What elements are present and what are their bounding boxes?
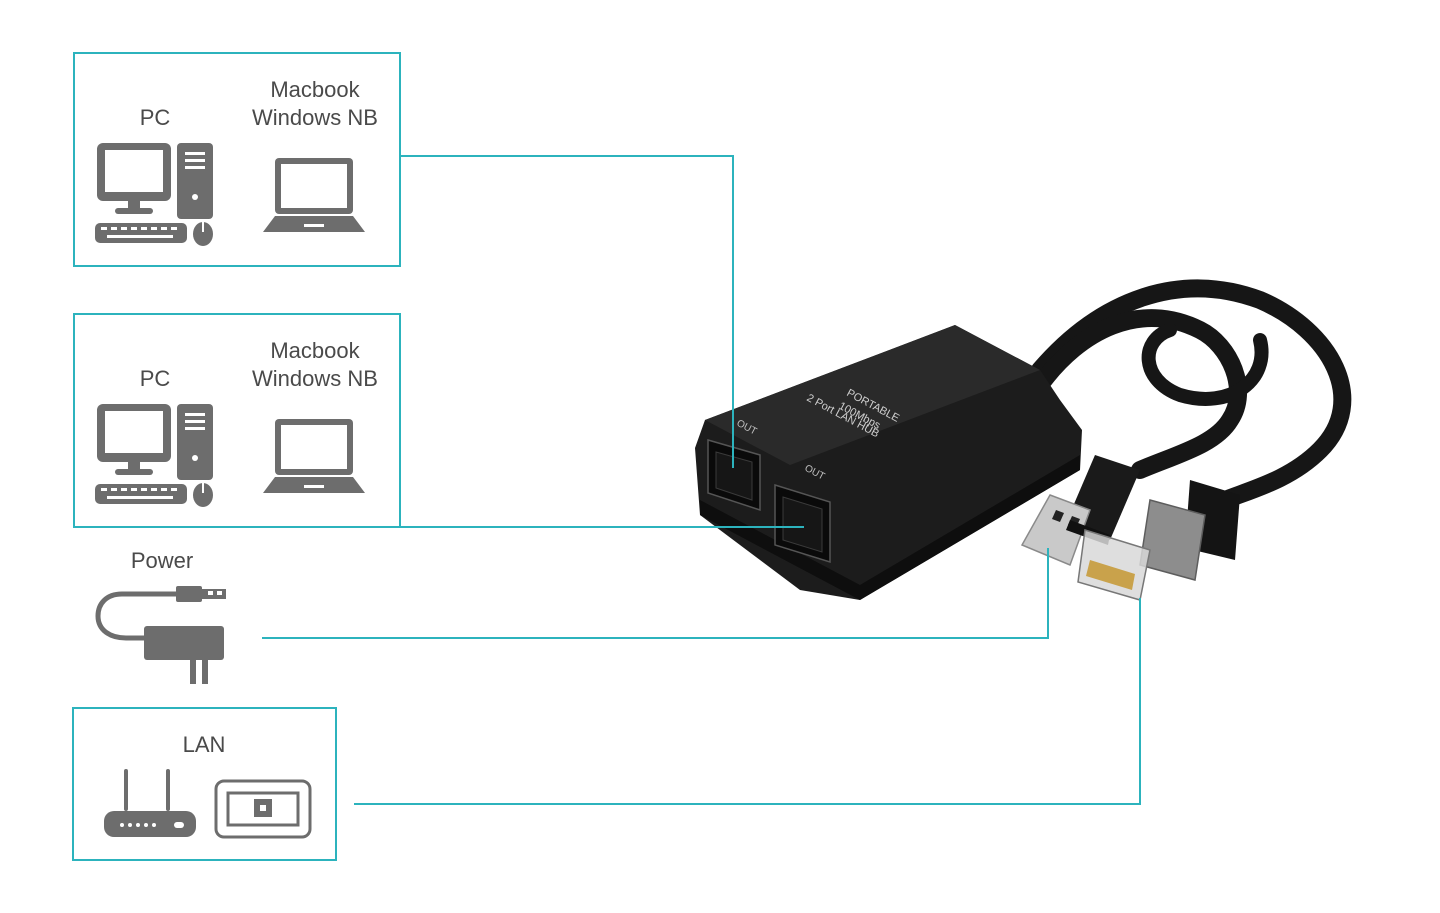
device-group-box-2: PC Macbook Windows NB bbox=[73, 313, 401, 528]
hub-cables bbox=[1031, 279, 1352, 509]
connector-lines bbox=[262, 155, 1141, 805]
line-lan-to-rj45 bbox=[354, 598, 1141, 805]
lan-label: LAN bbox=[182, 732, 226, 757]
notebook-label-1b: Windows NB bbox=[252, 105, 378, 130]
lan-box: LAN bbox=[72, 707, 337, 861]
rj45-port-right bbox=[774, 483, 831, 564]
rj45-port-left bbox=[707, 439, 761, 512]
lan-hub-device: PORTABLE 100Mbps 2 Port LAN HUB OUT OUT bbox=[695, 325, 1082, 600]
router-icon bbox=[104, 769, 196, 837]
power-adapter-icon bbox=[95, 586, 226, 684]
rj45-plug bbox=[1077, 480, 1240, 601]
pc-label-2: PC bbox=[139, 366, 171, 391]
notebook-label-1a: Macbook bbox=[270, 77, 360, 102]
laptop-icon bbox=[263, 158, 365, 232]
device-group-box-1: PC Macbook Windows NB bbox=[73, 52, 401, 267]
laptop-icon bbox=[263, 419, 365, 493]
power-label: Power bbox=[130, 548, 194, 573]
line-power-to-usb bbox=[262, 548, 1049, 639]
notebook-label-2b: Windows NB bbox=[252, 366, 378, 391]
desktop-pc-icon bbox=[95, 143, 213, 246]
notebook-label-2a: Macbook bbox=[270, 338, 360, 363]
wall-lan-socket-icon bbox=[214, 779, 312, 839]
pc-label-1: PC bbox=[139, 105, 171, 130]
line-group1-to-port-left bbox=[400, 155, 734, 468]
desktop-pc-icon bbox=[95, 404, 213, 507]
